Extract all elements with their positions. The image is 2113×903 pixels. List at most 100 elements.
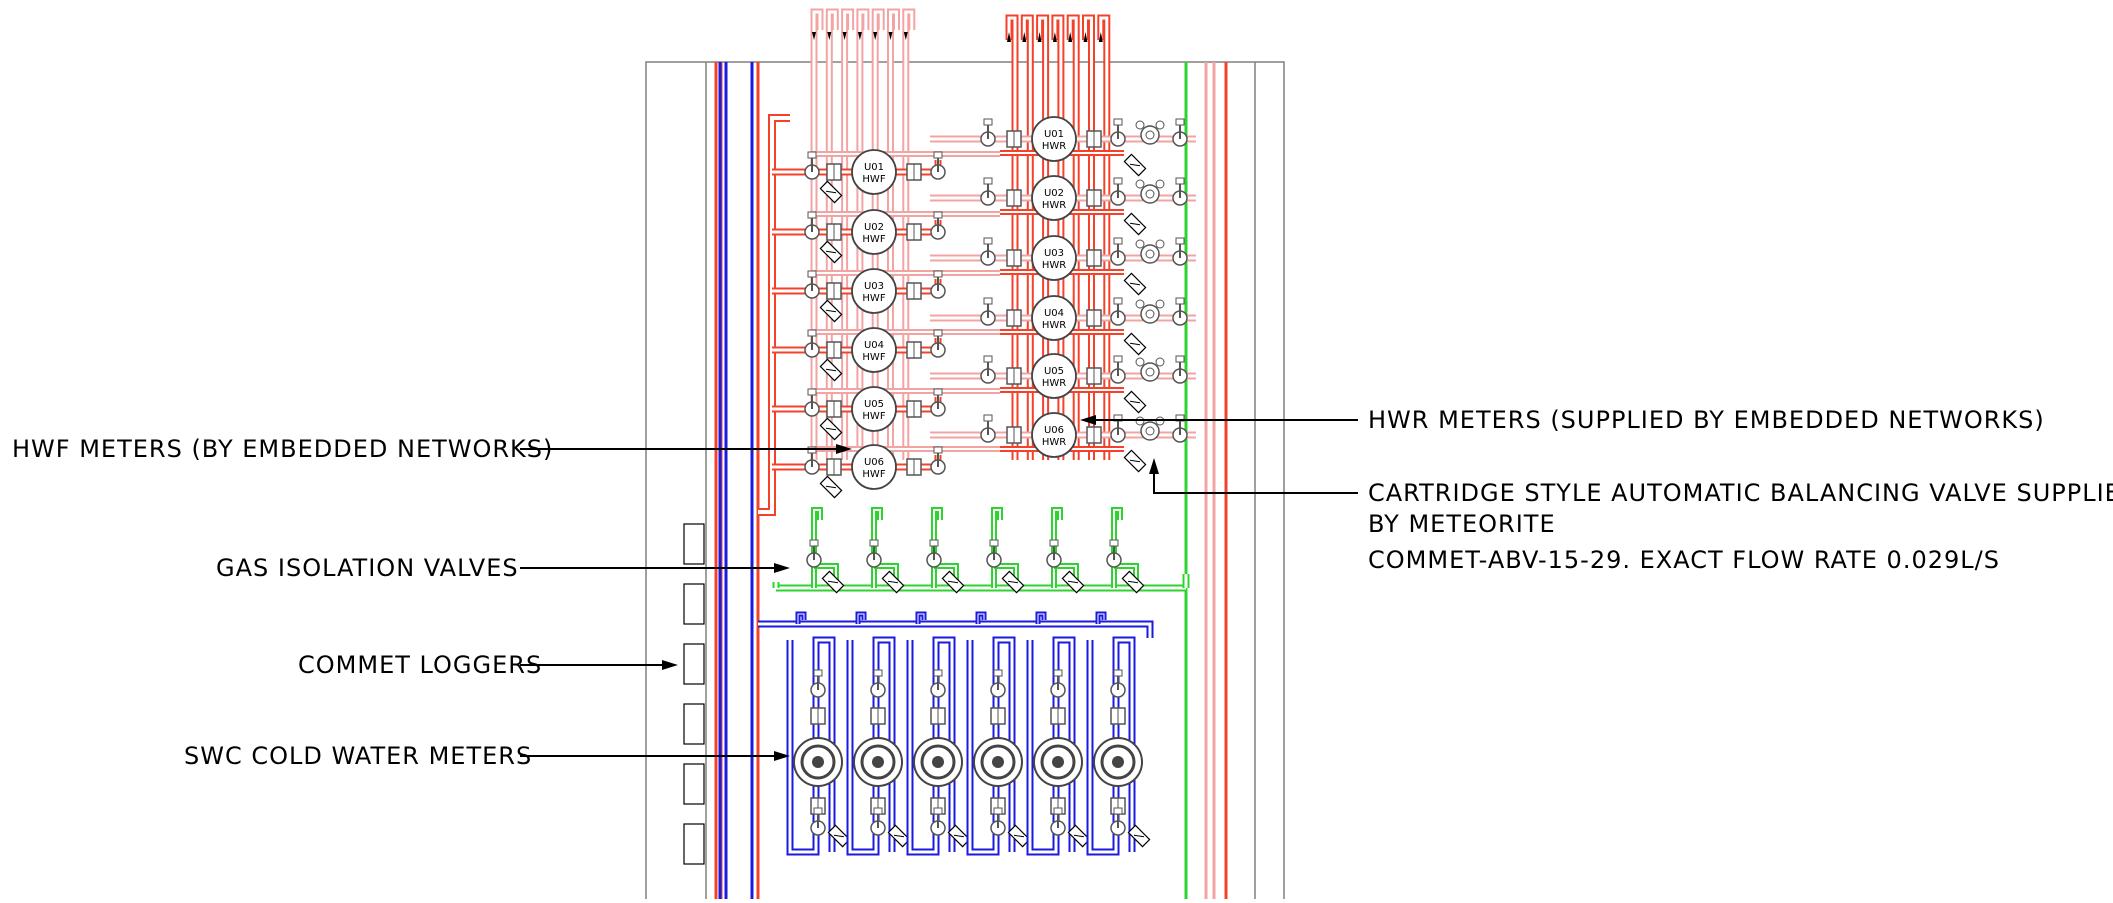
balancing-valve-core	[1145, 130, 1155, 140]
valve-handle-cap	[1113, 237, 1123, 245]
cold-meters-label: SWC COLD WATER METERS	[184, 742, 532, 770]
cabinet-frame	[645, 61, 1285, 903]
hwf-meter-type: HWF	[862, 469, 885, 480]
tag-mark	[825, 190, 837, 194]
hwf-arrow-icon	[836, 444, 852, 454]
hwr-meter-type: HWR	[1042, 320, 1066, 331]
hwf-rise-pipe-core	[1084, 16, 1093, 460]
hwr-meter-unit: U05	[1044, 366, 1064, 377]
tag-mark	[1129, 459, 1141, 463]
hwr-arrow-icon	[1080, 415, 1096, 425]
hwr-meter-type: HWR	[1042, 141, 1066, 152]
valve-handle-cap	[1175, 118, 1185, 126]
valve-handle-cap	[813, 807, 823, 815]
hwf-meter-type: HWF	[862, 352, 885, 363]
hwf-meter	[851, 209, 897, 255]
valve-handle-cap	[983, 118, 993, 126]
flow-up-arrow-icon	[1098, 32, 1103, 42]
flow-down-arrow-icon	[827, 32, 832, 40]
hwf-meter-unit: U04	[864, 340, 884, 351]
abv-label-line1: CARTRIDGE STYLE AUTOMATIC BALANCING VALV…	[1368, 479, 2113, 507]
balancing-valve-knob	[1135, 120, 1145, 130]
balancing-valve-knob	[1135, 179, 1145, 189]
valve-handle-cap	[933, 211, 943, 219]
valve-handle-cap	[983, 355, 993, 363]
balancing-valve-knob	[1155, 120, 1165, 130]
hwr-meter-unit: U01	[1044, 129, 1064, 140]
valve-handle-cap	[933, 807, 943, 815]
valve-handle-cap	[1053, 669, 1063, 677]
flow-down-arrow-icon	[888, 32, 893, 40]
valve-handle-cap	[813, 669, 823, 677]
valve-handle-cap	[933, 151, 943, 159]
flow-down-arrow-icon	[857, 32, 862, 40]
tag-mark	[1013, 834, 1025, 838]
valve-handle-cap	[993, 669, 1003, 677]
tag-mark	[1129, 163, 1141, 167]
hwf-meter-type: HWF	[862, 411, 885, 422]
valve-handle-cap	[1175, 237, 1185, 245]
hwf-meter	[851, 268, 897, 314]
valve-handle-cap	[933, 270, 943, 278]
valve-handle-cap	[929, 539, 939, 547]
valve-handle-cap	[993, 807, 1003, 815]
valve-handle-cap	[807, 270, 817, 278]
cold-vent-pipe-core	[857, 613, 865, 624]
hwf-meter	[851, 444, 897, 490]
valve-handle-cap	[933, 388, 943, 396]
tag-mark	[1129, 282, 1141, 286]
tag-mark	[953, 834, 965, 838]
balancing-valve-knob	[1155, 239, 1165, 249]
tag-mark	[1129, 222, 1141, 226]
tag-mark	[825, 427, 837, 431]
flow-up-arrow-icon	[1022, 32, 1027, 42]
valve-handle-cap	[807, 151, 817, 159]
valve-handle-cap	[1175, 177, 1185, 185]
tag-mark	[1073, 834, 1085, 838]
flow-up-arrow-icon	[1037, 32, 1042, 42]
hwr-meter	[1031, 175, 1077, 221]
cold-meter-dial	[980, 744, 1016, 780]
hwr-meter-unit: U06	[1044, 425, 1064, 436]
balancing-valve-knob	[1155, 299, 1165, 309]
flow-up-arrow-icon	[1068, 32, 1073, 42]
hwf-rise-pipe-core	[1007, 16, 1017, 460]
cold-meter-dial	[1100, 744, 1136, 780]
hwr-drop-pipe-core	[843, 10, 853, 460]
flow-up-arrow-icon	[1052, 32, 1057, 42]
valve-handle-cap	[807, 211, 817, 219]
valve-handle-cap	[1113, 669, 1123, 677]
hwf-meter-type: HWF	[862, 234, 885, 245]
flow-down-arrow-icon	[842, 32, 847, 40]
abv-label-line2: BY METEORITE	[1368, 510, 1556, 538]
valve-handle-cap	[1053, 807, 1063, 815]
tag-mark	[893, 834, 905, 838]
tag-mark	[1007, 580, 1019, 584]
flow-down-arrow-icon	[903, 32, 908, 40]
gas-valve-group	[772, 507, 1190, 594]
hwf-header-core	[758, 116, 790, 514]
callouts: HWF METERS (BY EMBEDDED NETWORKS) GAS IS…	[12, 406, 2113, 770]
tag-mark	[887, 580, 899, 584]
hwr-meter-type: HWR	[1042, 200, 1066, 211]
hwr-meter-type: HWR	[1042, 260, 1066, 271]
valve-handle-cap	[1175, 297, 1185, 305]
valve-handle-cap	[1109, 539, 1119, 547]
balancing-valve-core	[1145, 189, 1155, 199]
cold-vent-pipe-core	[797, 613, 805, 624]
balancing-valve-knob	[1155, 357, 1165, 367]
hwr-meter	[1031, 412, 1077, 458]
hwf-rise-pipe-core	[1068, 16, 1078, 460]
valve-handle-cap	[1113, 118, 1123, 126]
valve-handle-cap	[1113, 355, 1123, 363]
cold-meter-hub	[1112, 756, 1124, 768]
loggers-arrow-icon	[662, 660, 678, 670]
valve-handle-cap	[1175, 355, 1185, 363]
balancing-valve-knob	[1135, 299, 1145, 309]
valve-handle-cap	[1113, 297, 1123, 305]
cold-arrow-icon	[774, 751, 790, 761]
hwf-meters-label: HWF METERS (BY EMBEDDED NETWORKS)	[12, 435, 553, 463]
cold-meter-hub	[812, 756, 824, 768]
